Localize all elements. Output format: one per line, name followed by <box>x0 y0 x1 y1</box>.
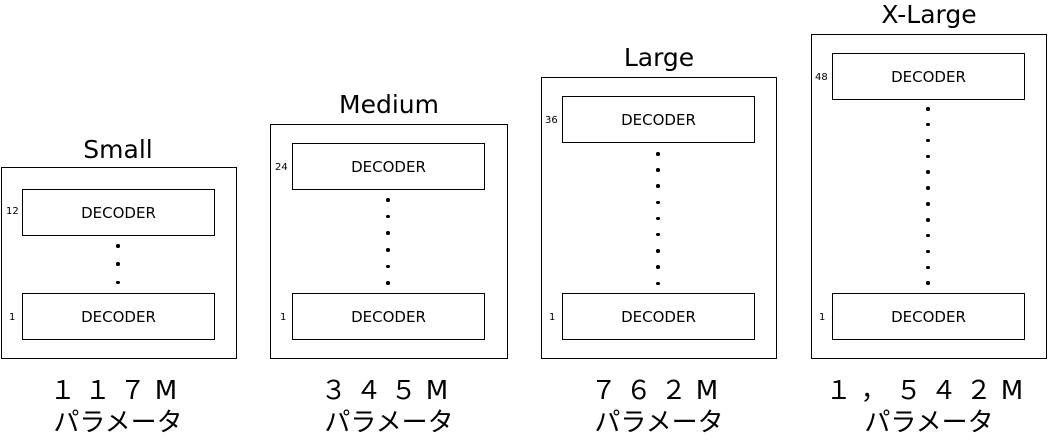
model-frame <box>270 124 508 359</box>
parameter-value: １，５４２M <box>825 376 1033 406</box>
layer-number-bottom: 1 <box>9 312 16 323</box>
parameter-unit: パラメータ <box>864 408 994 438</box>
decoder-block-top: DECODER <box>832 53 1025 100</box>
parameter-unit: パラメータ <box>594 408 724 438</box>
layer-ellipsis <box>385 198 391 285</box>
decoder-block-bottom: DECODER <box>562 293 755 340</box>
model-frame <box>1 167 237 359</box>
decoder-block-bottom: DECODER <box>292 293 485 340</box>
layer-number-top: 24 <box>275 162 288 173</box>
parameter-value: １１７M <box>49 376 187 406</box>
parameter-count: ７６２M パラメータ <box>541 378 777 436</box>
model-title: Small <box>83 135 153 164</box>
model-title: Large <box>623 43 695 72</box>
model-title: Medium <box>339 90 439 119</box>
layer-number-top: 36 <box>545 115 558 126</box>
model-frame <box>541 77 777 359</box>
parameter-value: ７６２M <box>590 376 728 406</box>
parameter-unit: パラメータ <box>324 408 454 438</box>
layer-ellipsis <box>655 152 661 285</box>
decoder-block-top: DECODER <box>562 96 755 143</box>
layer-number-top: 12 <box>6 206 19 217</box>
layer-ellipsis <box>115 244 121 284</box>
layer-number-bottom: 1 <box>280 312 287 323</box>
layer-number-bottom: 1 <box>819 312 826 323</box>
decoder-block-bottom: DECODER <box>22 293 215 340</box>
decoder-block-top: DECODER <box>22 189 215 236</box>
parameter-unit: パラメータ <box>53 408 183 438</box>
model-title: X-Large <box>881 0 977 29</box>
parameter-count: ３４５M パラメータ <box>270 378 508 436</box>
layer-number-bottom: 1 <box>549 312 556 323</box>
decoder-block-bottom: DECODER <box>832 293 1025 340</box>
parameter-count: １，５４２M パラメータ <box>811 378 1047 436</box>
parameter-count: １１７M パラメータ <box>0 378 236 436</box>
layer-ellipsis <box>925 107 931 285</box>
parameter-value: ３４５M <box>320 376 458 406</box>
decoder-block-top: DECODER <box>292 143 485 190</box>
layer-number-top: 48 <box>815 72 828 83</box>
model-frame <box>811 34 1047 359</box>
